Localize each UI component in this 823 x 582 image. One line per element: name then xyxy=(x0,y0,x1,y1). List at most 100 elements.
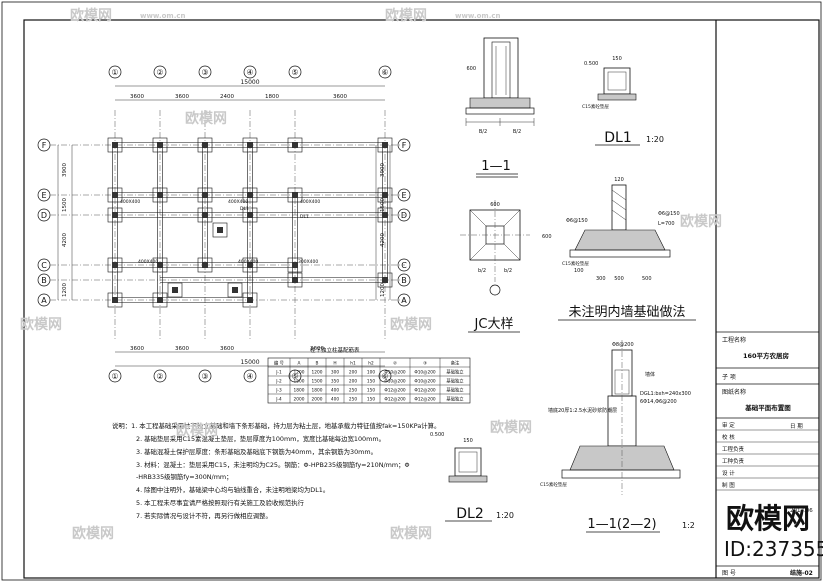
plan-label-4: 300X400 xyxy=(298,259,318,265)
table-header-cell: ② xyxy=(393,360,397,366)
column xyxy=(112,297,118,303)
dl2-detail: 150 0.500 DL2 1:20 xyxy=(430,432,514,522)
column-footing xyxy=(167,282,183,298)
left-dim-0: 3900 xyxy=(62,163,68,177)
watermark-brand-6: 欧模网 xyxy=(390,316,432,333)
table-cell: 1200 xyxy=(294,369,305,375)
column xyxy=(382,192,388,198)
left-dim-3: 1200 xyxy=(62,283,68,297)
column xyxy=(172,287,178,293)
wall-foundation-detail: 120 Φ6@150 Φ6@150 L=700 C15素砼垫层 300 500 … xyxy=(558,177,696,321)
note-line-5: -HRB335级钢筋fy=300N/mm； xyxy=(136,472,233,481)
column-footing xyxy=(242,257,258,273)
left-dim-1: 1500 xyxy=(62,198,68,212)
column xyxy=(382,142,388,148)
jc-dim-1: 600 xyxy=(490,202,500,208)
inner-frame xyxy=(23,19,820,579)
table-border xyxy=(267,357,471,404)
axis-bubble-bottom-0 xyxy=(108,369,122,383)
dl2-dim-1: 150 xyxy=(463,438,473,444)
column xyxy=(157,262,163,268)
plan-label-8: DL1 xyxy=(300,214,309,220)
column xyxy=(157,142,163,148)
table-cell: Φ10@200 xyxy=(384,378,406,384)
top-dim-2: 2400 xyxy=(220,94,234,100)
table-cell: Φ10@200 xyxy=(414,369,436,375)
column-footing xyxy=(242,137,258,153)
axis-label-right-2: D xyxy=(401,211,407,220)
column-footing xyxy=(287,257,303,273)
table-cell: Φ12@200 xyxy=(384,387,406,393)
column-footing xyxy=(377,187,393,203)
column-footing xyxy=(287,187,303,203)
watermark-brand-3: 欧模网 xyxy=(185,110,227,127)
column xyxy=(247,297,253,303)
column-footing xyxy=(197,257,213,273)
jc-detail: 600 600 b/2 b/2 JC大样 xyxy=(460,200,552,333)
axis-label-bottom-5: ⑥ xyxy=(381,372,388,381)
axis-label-left-0: F xyxy=(42,141,47,150)
bottom-dim-0: 3600 xyxy=(130,346,144,352)
axis-label-bottom-3: ④ xyxy=(246,372,253,381)
plan-label-3: 400X400 xyxy=(300,199,320,205)
watermark-url-1: www.om.cn xyxy=(140,12,186,20)
axis-bubble-top-5 xyxy=(378,65,392,79)
section-2-title: 1—1(2—2) xyxy=(587,517,656,532)
section-2-note-2: 墙体 xyxy=(645,371,655,378)
column xyxy=(112,142,118,148)
drawing-name: 基础平面布置图 xyxy=(744,403,791,412)
column xyxy=(202,212,208,218)
table-cell: 基础独立 xyxy=(446,368,464,375)
dl2-dim-2: 0.500 xyxy=(430,432,444,438)
plan-label-2: 400X400 xyxy=(228,199,248,205)
axis-bubble-top-1 xyxy=(153,65,167,79)
axis-bubble-right-3 xyxy=(397,258,411,272)
column-footing xyxy=(242,207,258,223)
date-value: 2013.06 xyxy=(790,508,813,514)
note-line-4: 3. 材料：混凝土：垫层采用C15，未注明均为C25。钢筋：Φ-HPB235级钢… xyxy=(136,460,410,469)
wall-note-9: 500 xyxy=(642,276,652,282)
note-line-7: 5. 本工程未尽事宜请严格按照现行有关施工及验收规范执行 xyxy=(136,498,305,507)
table-cell: 150 xyxy=(367,378,375,384)
axis-label-left-3: C xyxy=(41,261,47,270)
axis-label-left-1: E xyxy=(41,191,46,200)
axis-label-right-4: B xyxy=(401,276,407,285)
section-2-2: Φ8@200 墙体 DGL1:bxh=240x300 6Φ14,Φ6@200 墙… xyxy=(540,340,695,533)
section-1-dim-2: B/2 xyxy=(513,129,521,135)
dl1-dim-1: 150 xyxy=(612,56,622,62)
axis-bubble-right-0 xyxy=(397,138,411,152)
table-cell: 350 xyxy=(331,378,339,384)
column xyxy=(247,212,253,218)
wall-note-2: Φ6@150 xyxy=(566,218,588,224)
axis-label-top-2: ③ xyxy=(201,68,208,77)
axis-label-top-0: ① xyxy=(111,68,118,77)
section-1-1: B/2 B/2 600 1—1 xyxy=(465,37,535,178)
axis-bubble-right-1 xyxy=(397,188,411,202)
column xyxy=(112,192,118,198)
jc-dim-3: b/2 xyxy=(478,268,486,274)
table-cell: 250 xyxy=(349,387,357,393)
table-cell: 基础独立 xyxy=(446,395,464,402)
axis-bubble-top-2 xyxy=(198,65,212,79)
axis-label-top-4: ⑤ xyxy=(291,68,298,77)
axis-bubble-right-4 xyxy=(397,273,411,287)
column-footing xyxy=(107,187,123,203)
column xyxy=(112,212,118,218)
table-cell: 1800 xyxy=(294,387,305,393)
table-cell: Φ12@200 xyxy=(414,387,436,393)
column xyxy=(202,192,208,198)
column-footing xyxy=(197,137,213,153)
axis-bubble-right-2 xyxy=(397,208,411,222)
axis-label-left-4: B xyxy=(41,276,47,285)
dl1-scale: 1:20 xyxy=(646,135,664,144)
axis-bubble-bottom-2 xyxy=(198,369,212,383)
column-footing xyxy=(107,292,123,308)
column-footing xyxy=(287,137,303,153)
axis-label-top-5: ⑥ xyxy=(381,68,388,77)
axis-label-bottom-4: ⑤ xyxy=(291,372,298,381)
axis-label-top-1: ② xyxy=(156,68,163,77)
section-2-note-1: Φ8@200 xyxy=(612,342,634,348)
